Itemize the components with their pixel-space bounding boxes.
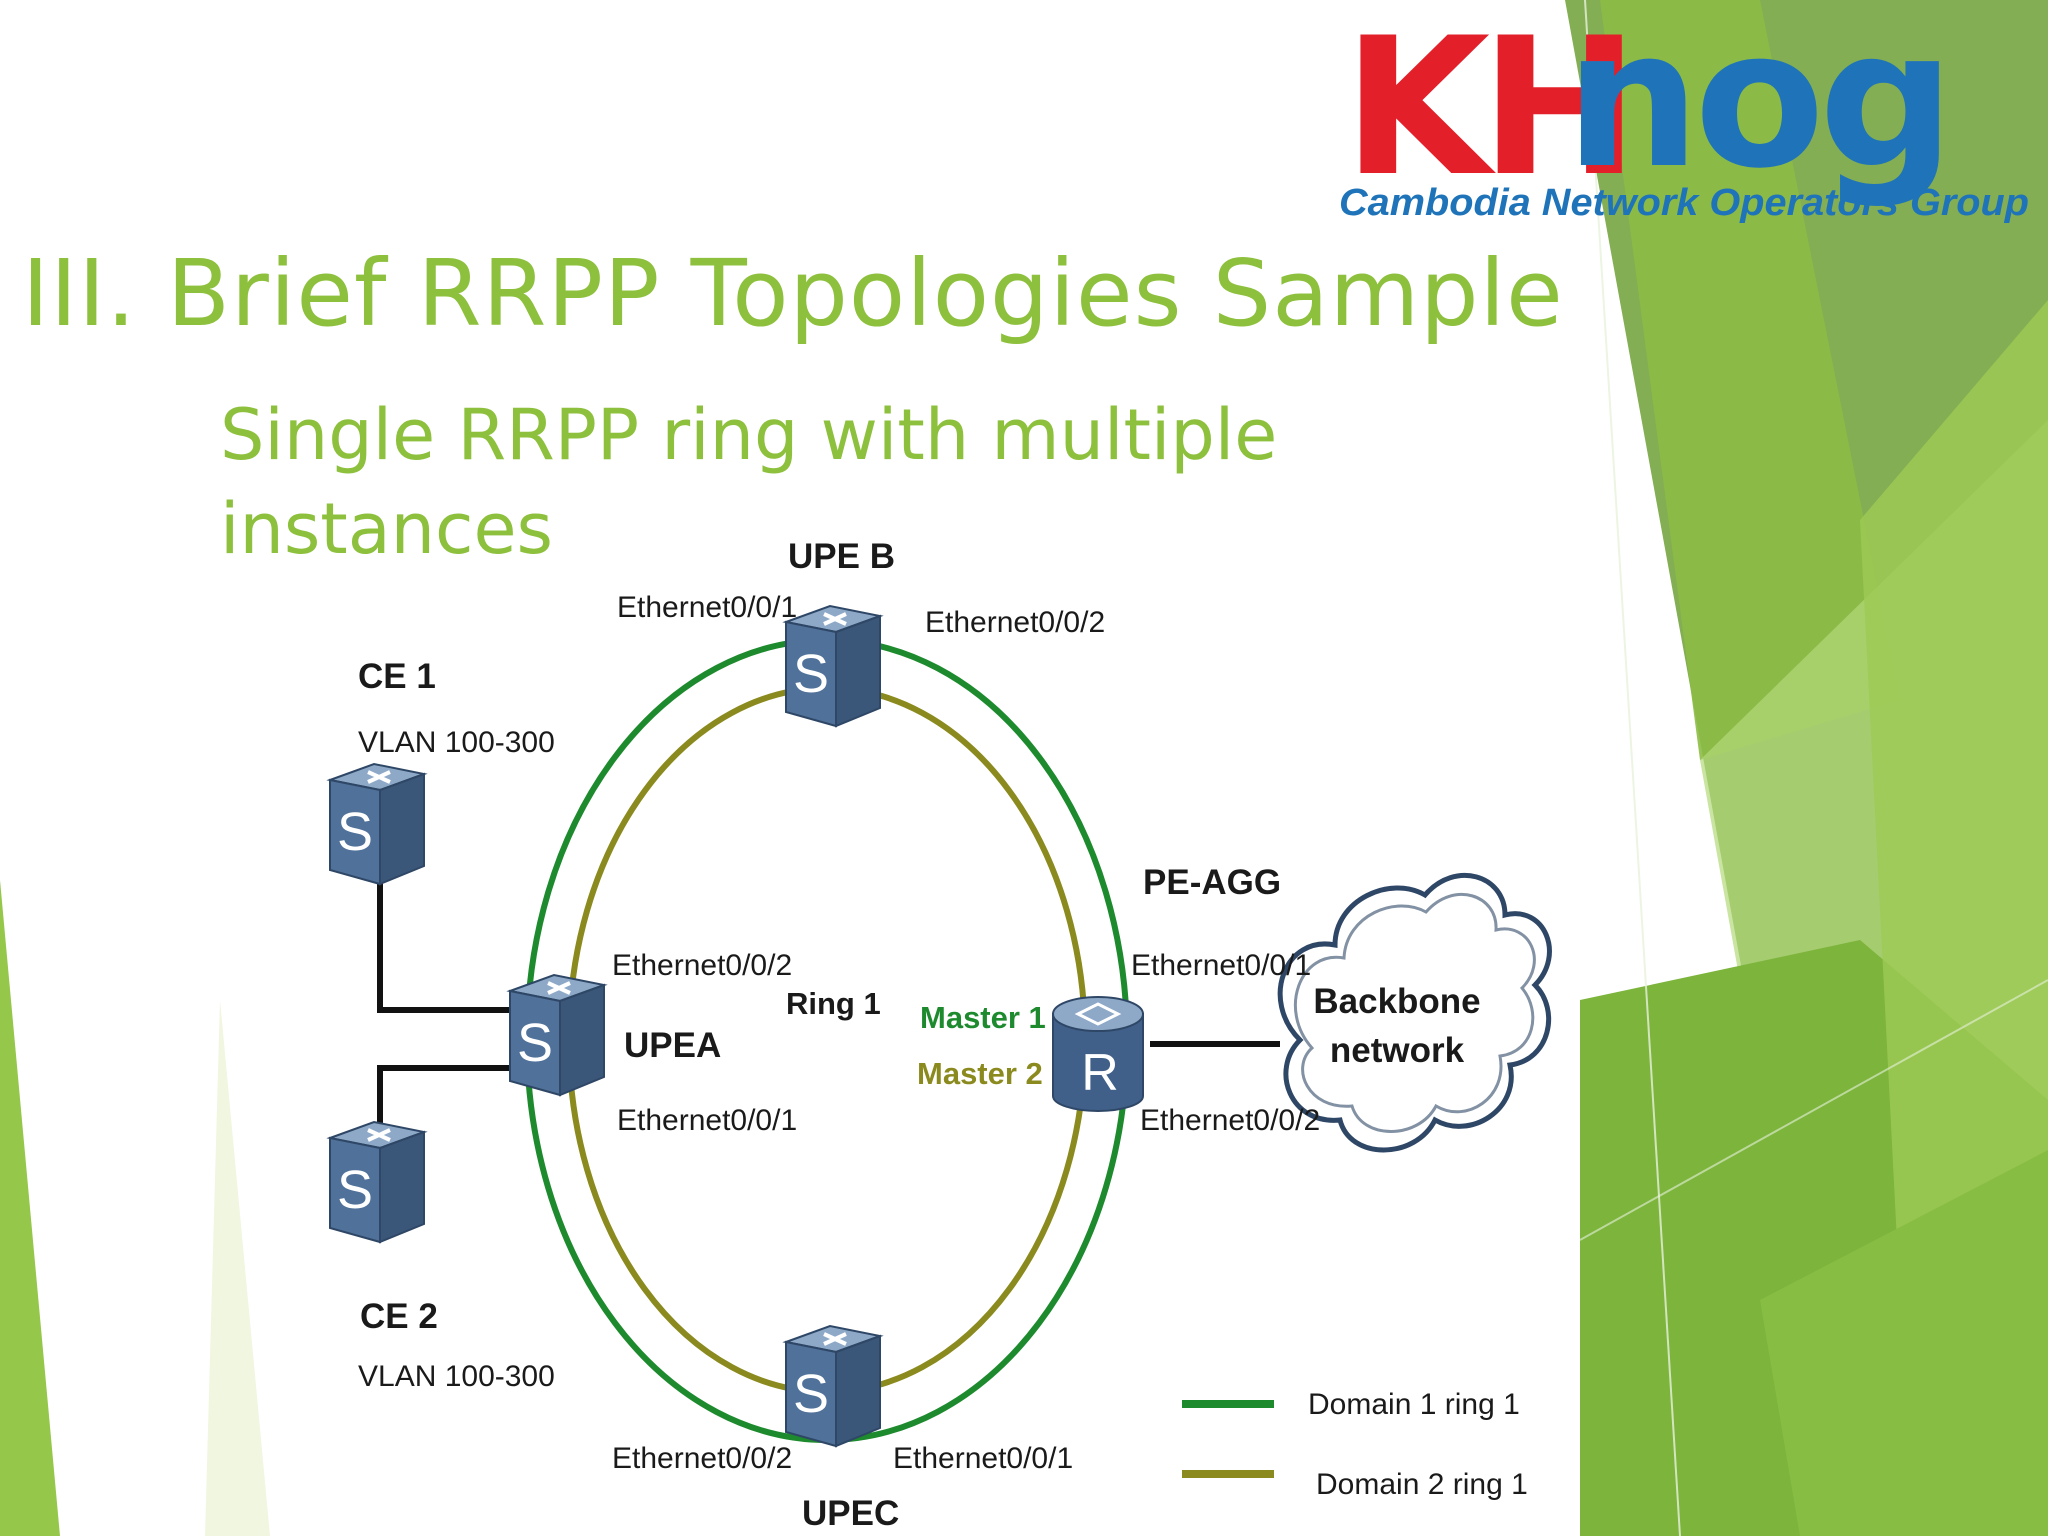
khnog-logo: KH nog Cambodia Network Operators Group <box>1339 5 2029 224</box>
pe-agg-router-icon: R <box>1052 996 1144 1112</box>
legend-domain2-label: Domain 2 ring 1 <box>1316 1468 1528 1501</box>
upe-b-label: UPE B <box>788 537 895 576</box>
logo-kh-text: KH <box>1343 5 1629 218</box>
master1-label: Master 1 <box>920 1000 1046 1035</box>
svg-text:R: R <box>1081 1044 1119 1102</box>
upe-a-port-top: Ethernet0/0/2 <box>612 949 792 982</box>
slide-title: III. Brief RRPP Topologies Sample <box>22 240 1564 347</box>
ce1-link <box>377 880 510 1013</box>
ce2-switch-icon <box>328 1120 426 1244</box>
upe-a-port-bottom: Ethernet0/0/1 <box>617 1104 797 1137</box>
pe-agg-port-bottom: Ethernet0/0/2 <box>1140 1104 1320 1137</box>
master2-label: Master 2 <box>917 1056 1043 1091</box>
backbone-label-line2: network <box>1330 1031 1465 1070</box>
upe-a-switch-icon <box>508 973 606 1097</box>
ce2-link <box>377 1065 510 1130</box>
ce2-vlan: VLAN 100-300 <box>358 1360 555 1393</box>
domain1-ring <box>524 637 1130 1443</box>
logo-tagline: Cambodia Network Operators Group <box>1339 182 2029 224</box>
ring-label: Ring 1 <box>786 986 881 1021</box>
pe-agg-label: PE-AGG <box>1143 863 1281 902</box>
upe-b-switch-icon <box>784 604 882 728</box>
logo-nog-text: nog <box>1565 5 1949 210</box>
upe-c-port-right: Ethernet0/0/1 <box>893 1442 1073 1475</box>
ce2-label: CE 2 <box>360 1297 438 1336</box>
ce1-vlan: VLAN 100-300 <box>358 726 555 759</box>
upe-a-label: UPEA <box>624 1026 721 1065</box>
upe-b-port-right: Ethernet0/0/2 <box>925 606 1105 639</box>
ce1-label: CE 1 <box>358 657 436 696</box>
upe-c-label: UPEC <box>802 1494 899 1533</box>
upe-c-switch-icon <box>784 1324 882 1448</box>
backbone-label-line1: Backbone <box>1313 982 1480 1021</box>
upe-b-port-left: Ethernet0/0/1 <box>617 591 797 624</box>
slide-subtitle: Single RRPP ring with multiple instances <box>220 394 1278 570</box>
ce1-switch-icon <box>328 762 426 886</box>
upe-c-port-left: Ethernet0/0/2 <box>612 1442 792 1475</box>
legend-domain1-label: Domain 1 ring 1 <box>1308 1388 1520 1421</box>
pe-agg-port-top: Ethernet0/0/1 <box>1131 949 1311 982</box>
